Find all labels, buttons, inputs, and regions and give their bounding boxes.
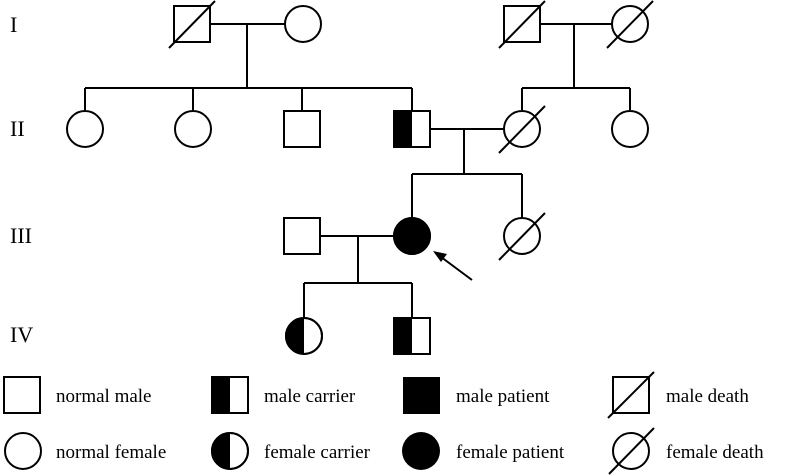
generation-label-ii: II	[10, 116, 25, 141]
legend-male-patient-label: male patient	[456, 386, 550, 407]
legend-female-patient-label: female patient	[456, 442, 565, 463]
generation-label-i: I	[10, 12, 17, 37]
gen2-male-carrier	[393, 110, 431, 148]
legend-female-death-icon	[608, 427, 655, 475]
gen4-female-carrier	[285, 317, 323, 355]
gen2-normal-female-3	[611, 110, 649, 148]
proband-arrow	[433, 251, 473, 281]
gen2-deceased-female	[498, 105, 546, 154]
gen1-left-couple	[168, 0, 322, 49]
legend-normal-female-label: normal female	[56, 442, 166, 463]
gen1-right-descent	[521, 24, 631, 110]
legend-male-death-label: male death	[666, 386, 749, 407]
gen3-descent	[303, 236, 413, 318]
legend-male-carrier-icon	[211, 376, 249, 414]
legend-male-patient-icon	[403, 377, 440, 414]
gen1-right-couple	[498, 0, 654, 49]
gen3-female-patient-proband	[393, 217, 431, 255]
legend-female-death-label: female death	[666, 442, 764, 463]
legend: normal male male carrier male patient ma…	[3, 371, 764, 475]
generation-label-iv: IV	[10, 322, 33, 347]
legend-female-carrier-icon	[211, 432, 249, 470]
legend-normal-male-label: normal male	[56, 386, 152, 407]
legend-male-death-icon	[607, 371, 655, 419]
gen2-normal-female-2	[174, 110, 212, 148]
gen1-left-descent	[84, 24, 413, 110]
gen4-male-carrier	[393, 317, 431, 355]
legend-normal-female-icon	[4, 432, 42, 470]
gen1-normal-female-1	[284, 5, 322, 43]
legend-female-patient-icon	[402, 432, 440, 470]
generation-label-iii: III	[10, 223, 32, 248]
legend-male-carrier-label: male carrier	[264, 386, 356, 407]
gen2-descent	[411, 129, 523, 218]
gen2-normal-male-1	[283, 110, 321, 148]
gen2-normal-female-1	[66, 110, 104, 148]
gen3-normal-male	[283, 217, 321, 255]
gen3-deceased-female	[498, 212, 546, 261]
legend-normal-male-icon	[3, 376, 41, 414]
legend-female-carrier-label: female carrier	[264, 442, 371, 463]
